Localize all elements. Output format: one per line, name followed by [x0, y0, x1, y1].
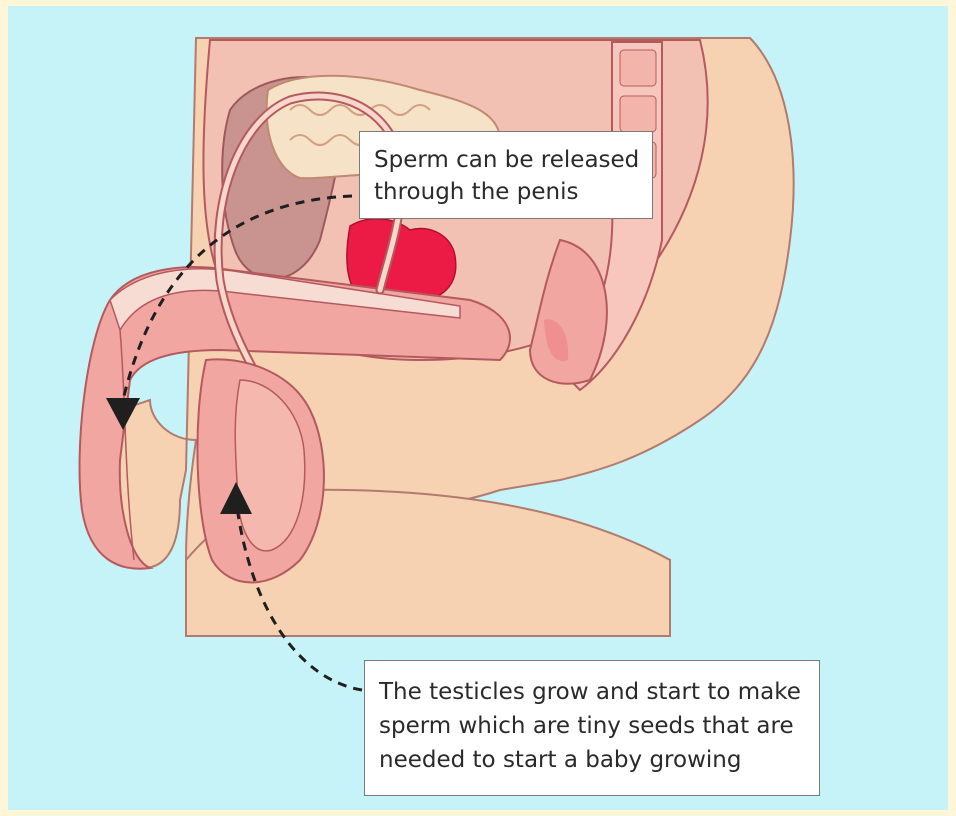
callout-line: through the penis: [374, 176, 638, 208]
testicles-callout: The testicles grow and start to make spe…: [364, 660, 820, 796]
callout-line: The testicles grow and start to make: [379, 675, 805, 709]
callout-line: Sperm can be released: [374, 144, 638, 176]
callout-line: needed to start a baby growing: [379, 743, 805, 777]
sperm-release-callout: Sperm can be released through the penis: [359, 131, 653, 219]
callout-line: sperm which are tiny seeds that are: [379, 709, 805, 743]
